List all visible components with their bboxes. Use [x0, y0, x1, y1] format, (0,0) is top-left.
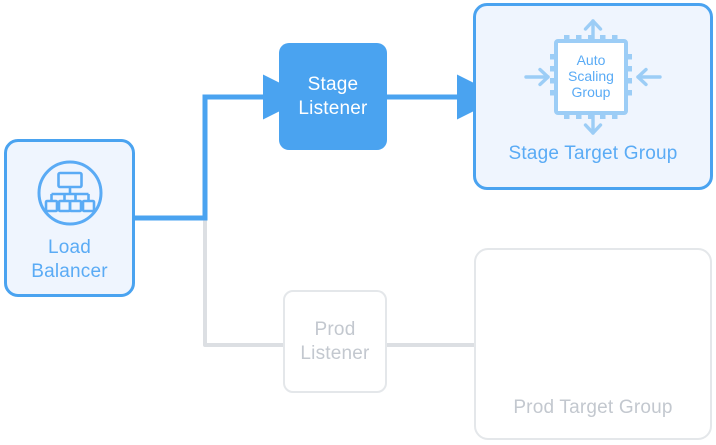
node-stage-listener-label-line2: Listener	[298, 97, 368, 119]
auto-scaling-group-icon-wrap: Auto Scaling Group	[518, 14, 668, 140]
node-prod-target-group[interactable]: Prod Target Group	[474, 248, 712, 440]
asg-label-line1: Auto	[576, 52, 606, 69]
node-prod-target-group-label: Prod Target Group	[513, 397, 673, 419]
asg-label-line3: Group	[571, 83, 611, 100]
node-prod-listener-label-line2: Listener	[300, 342, 370, 364]
node-load-balancer-label-line2: Balancer	[31, 260, 108, 282]
auto-scaling-group-icon-label: Auto Scaling Group	[556, 41, 626, 113]
edge-load-balancer-to-stage-listener	[135, 74, 308, 221]
node-prod-listener-label-line1: Prod	[314, 318, 356, 340]
node-prod-listener[interactable]: Prod Listener	[283, 290, 387, 393]
node-load-balancer[interactable]: Load Balancer	[4, 139, 135, 297]
asg-label-line2: Scaling	[568, 68, 614, 85]
auto-scaling-group-chip-icon	[524, 19, 662, 135]
load-balancer-hierarchy-icon	[37, 160, 102, 226]
node-stage-target-group[interactable]: Auto Scaling Group Stage Target Group	[473, 3, 713, 190]
node-stage-listener[interactable]: Stage Listener	[279, 43, 387, 150]
node-load-balancer-label: Load Balancer	[31, 236, 108, 284]
node-stage-target-group-label: Stage Target Group	[508, 143, 678, 164]
node-stage-listener-label-line1: Stage	[307, 73, 359, 95]
node-load-balancer-label-line1: Load	[47, 236, 92, 258]
edge-load-balancer-to-prod-listener	[203, 216, 285, 347]
